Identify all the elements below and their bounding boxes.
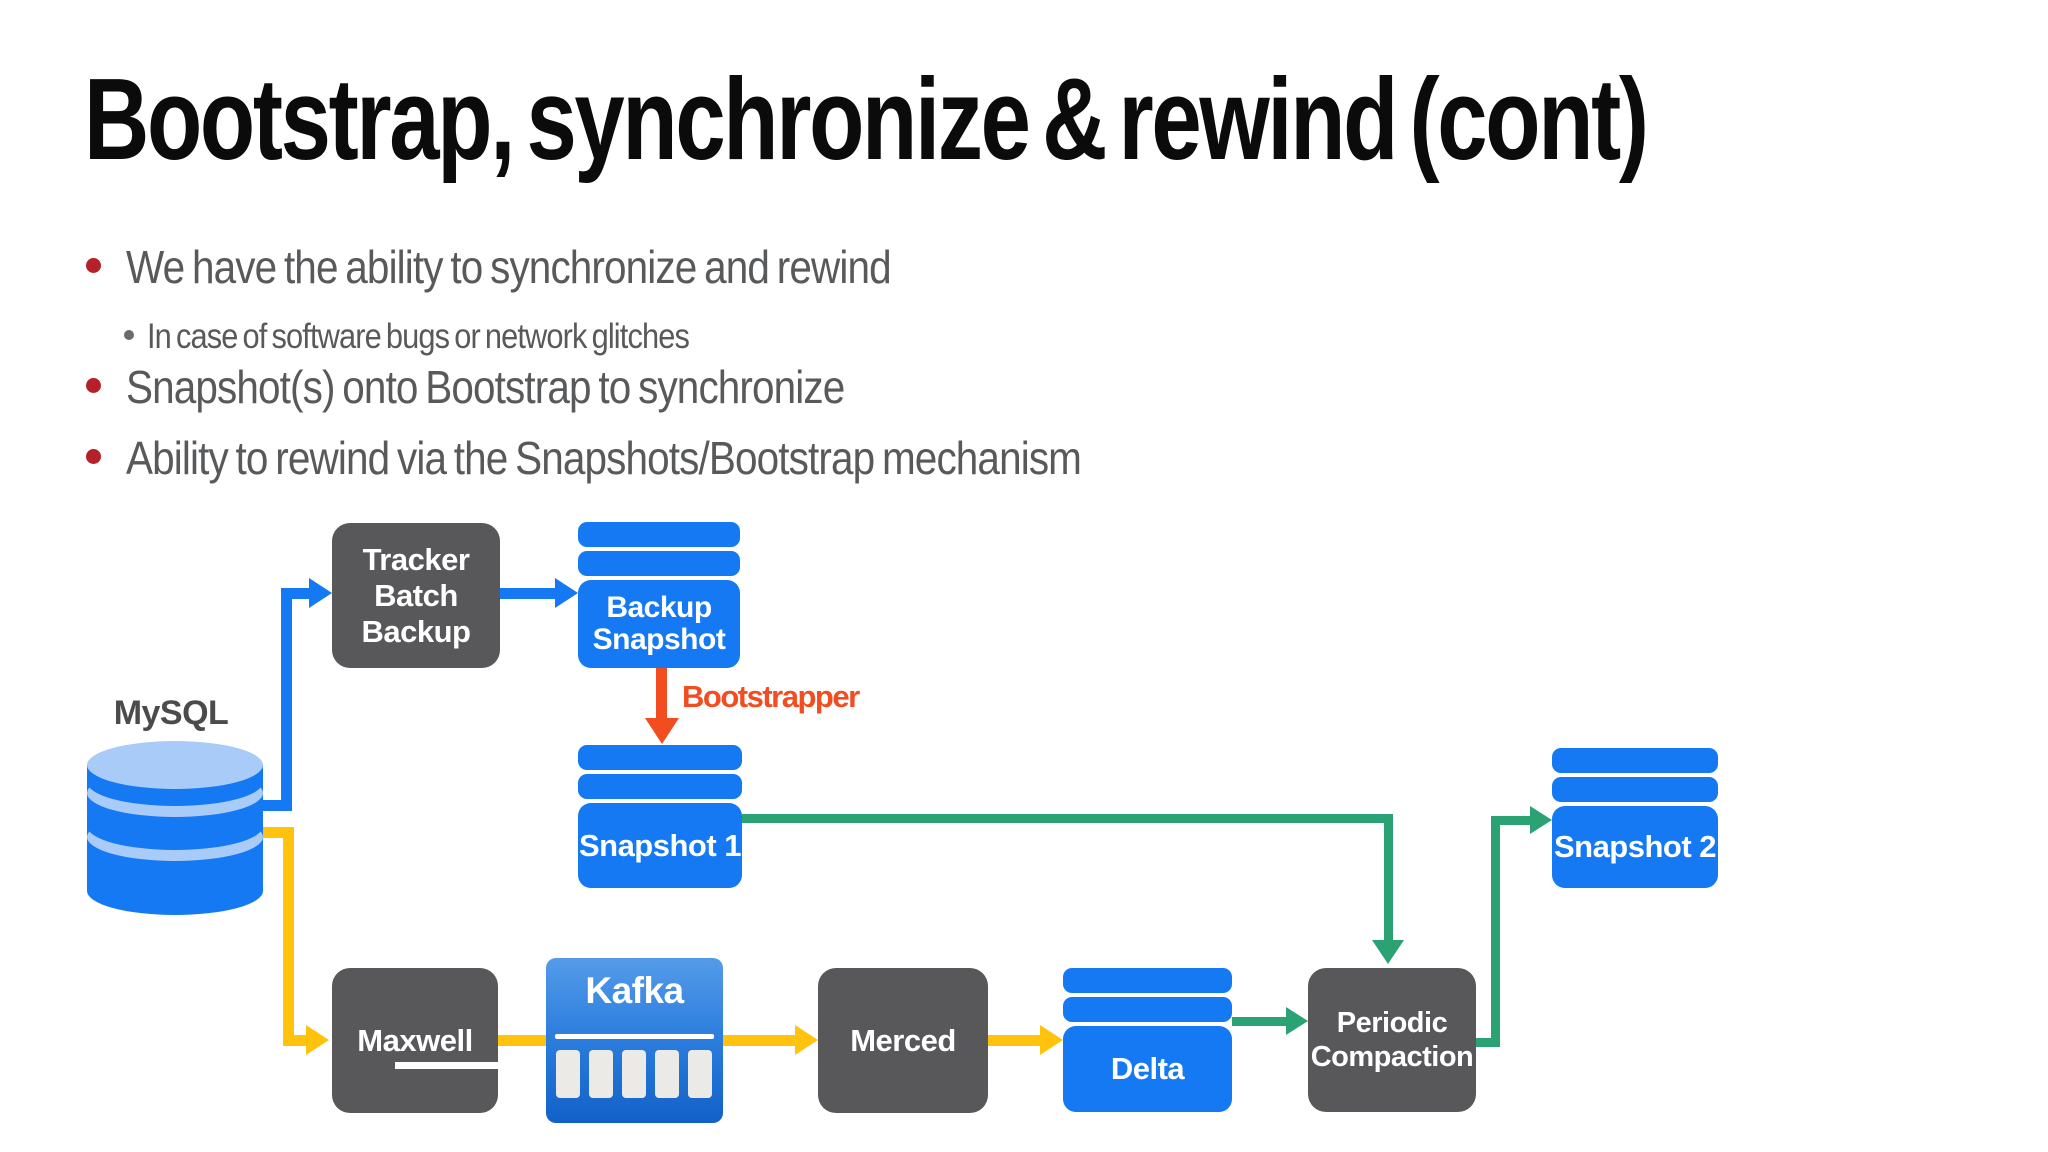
arrowhead-into-snapshot2-icon bbox=[1530, 806, 1552, 834]
maxwell-underline-bar bbox=[395, 1062, 498, 1069]
snapshot-stack-tab-icon bbox=[1063, 968, 1232, 993]
arrowhead-into-tracker-icon bbox=[309, 578, 332, 608]
bullet-dot bbox=[86, 449, 101, 464]
page-title-text: Bootstrap, synchronize & rewind (cont) bbox=[84, 54, 1649, 184]
database-cylinder-icon bbox=[87, 741, 263, 915]
mysql-node-label: MySQL bbox=[113, 694, 229, 732]
kafka-rule bbox=[555, 1034, 714, 1039]
connector-periodic-to-snapshot2 bbox=[1476, 1038, 1500, 1047]
connector-snapshot1-to-periodic bbox=[1384, 814, 1393, 942]
connector-mysql-to-maxwell bbox=[250, 827, 294, 838]
snapshot-stack-tab-icon bbox=[578, 745, 742, 770]
merced-node: Merced bbox=[818, 968, 988, 1113]
tracker-batch-backup-node: Tracker Batch Backup bbox=[332, 523, 500, 668]
snapshot-stack-tab-icon bbox=[578, 774, 742, 799]
connector-kafka-to-merced bbox=[723, 1035, 796, 1046]
connector-mysql-to-maxwell bbox=[283, 1035, 307, 1046]
arrowhead-into-snapshot1-icon bbox=[645, 718, 679, 744]
connector-periodic-to-snapshot2 bbox=[1491, 816, 1532, 825]
arrowhead-into-maxwell-icon bbox=[306, 1025, 329, 1055]
bullet-dot bbox=[86, 378, 101, 393]
bootstrapper-edge-label: Bootstrapper bbox=[682, 679, 860, 714]
connector-mysql-to-tracker bbox=[281, 588, 311, 599]
page-title: Bootstrap, synchronize & rewind (cont) bbox=[84, 52, 2048, 186]
snapshot-stack-tab-icon bbox=[1552, 748, 1718, 773]
snapshot-stack-tab-icon bbox=[578, 551, 740, 576]
connector-mysql-to-tracker bbox=[250, 800, 292, 811]
snapshot2-body: Snapshot 2 bbox=[1552, 806, 1718, 888]
connector-bootstrapper bbox=[656, 668, 667, 720]
snapshot1-node: Snapshot 1 bbox=[578, 745, 742, 888]
connector-merced-to-delta bbox=[988, 1035, 1041, 1046]
bullet-text: We have the ability to synchronize and r… bbox=[126, 241, 892, 293]
connector-tracker-to-backup-snapshot bbox=[500, 588, 557, 599]
snapshot-stack-tab-icon bbox=[578, 522, 740, 547]
delta-body: Delta bbox=[1063, 1026, 1232, 1112]
arrowhead-into-delta-icon bbox=[1040, 1025, 1063, 1055]
snapshot2-node: Snapshot 2 bbox=[1552, 748, 1718, 888]
connector-mysql-to-tracker bbox=[281, 588, 292, 811]
connector-snapshot1-to-periodic bbox=[742, 814, 1393, 823]
connector-mysql-to-maxwell bbox=[283, 827, 294, 1046]
backup-snapshot-body: Backup Snapshot bbox=[578, 580, 740, 668]
arrowhead-into-periodic-top-icon bbox=[1372, 940, 1404, 964]
periodic-compaction-node: Periodic Compaction bbox=[1308, 968, 1476, 1112]
kafka-node: Kafka bbox=[546, 958, 723, 1123]
bullet-text: Ability to rewind via the Snapshots/Boot… bbox=[126, 432, 1082, 484]
bullet-dot bbox=[86, 258, 101, 273]
arrowhead-into-periodic-left-icon bbox=[1286, 1007, 1308, 1035]
snapshot1-body: Snapshot 1 bbox=[578, 803, 742, 888]
snapshot-stack-tab-icon bbox=[1552, 777, 1718, 802]
arrowhead-into-backup-snapshot-icon bbox=[555, 578, 578, 608]
backup-snapshot-node: Backup Snapshot bbox=[578, 522, 740, 668]
connector-periodic-to-snapshot2 bbox=[1491, 816, 1500, 1047]
kafka-partitions-icon bbox=[556, 1050, 712, 1098]
bullet-text: Snapshot(s) onto Bootstrap to synchroniz… bbox=[126, 361, 845, 413]
sub-bullet-text: In case of software bugs or network glit… bbox=[147, 317, 690, 356]
connector-maxwell-to-kafka bbox=[498, 1035, 546, 1046]
connector-delta-to-periodic bbox=[1232, 1017, 1288, 1026]
sub-bullet-dot bbox=[124, 330, 134, 340]
arrowhead-into-merced-icon bbox=[795, 1025, 818, 1055]
maxwell-node: Maxwell bbox=[332, 968, 498, 1113]
snapshot-stack-tab-icon bbox=[1063, 997, 1232, 1022]
delta-node: Delta bbox=[1063, 968, 1232, 1112]
